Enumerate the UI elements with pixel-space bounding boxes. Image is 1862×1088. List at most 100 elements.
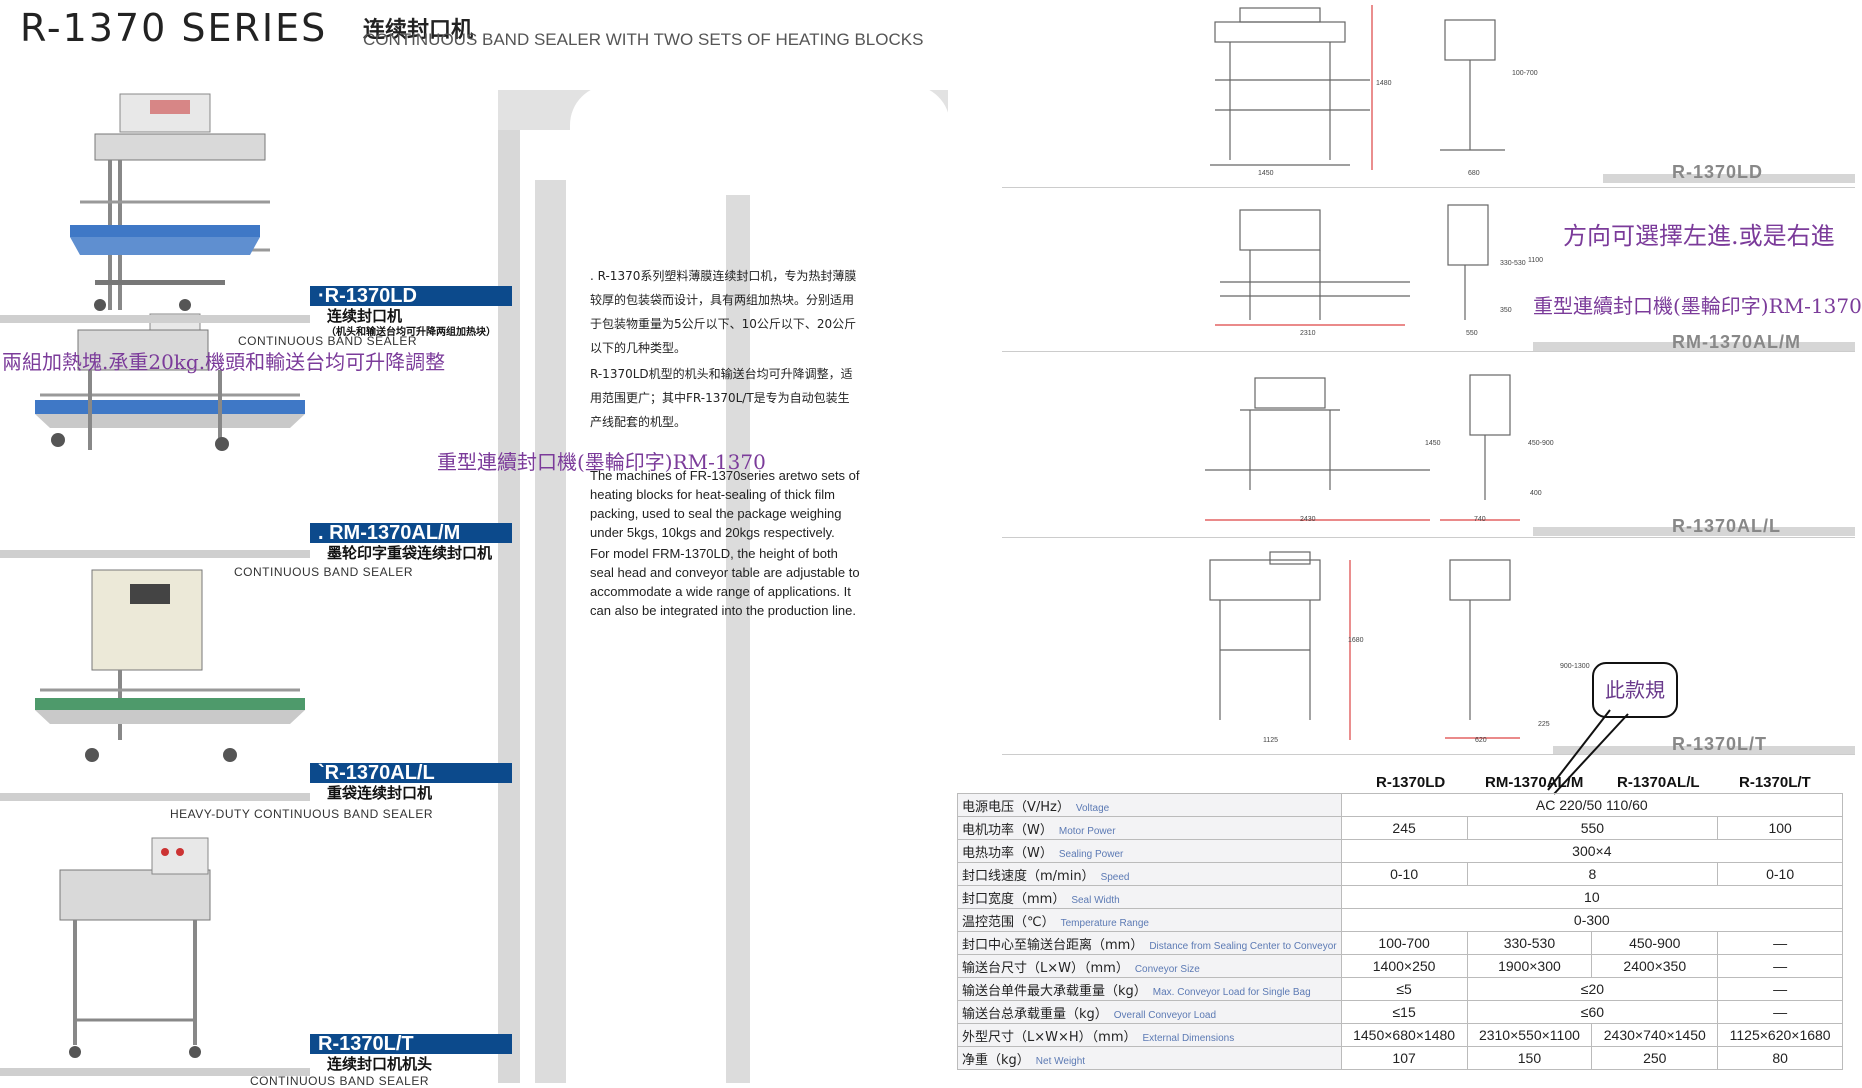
spec-row-label: 温控范围（℃） Temperature Range	[957, 908, 1342, 932]
model-badge-1: ·R-1370LD	[310, 286, 512, 306]
spec-row-label: 输送台单件最大承载重量（kg）Max. Conveyor Load for Si…	[957, 977, 1342, 1001]
spec-row: 电热功率（W） Sealing Power 300×4	[957, 839, 1844, 863]
model-badge-4: R-1370L/T	[310, 1034, 512, 1054]
spec-cell: 0-10	[1340, 862, 1468, 886]
spec-label-cn: 封口宽度（mm）	[962, 891, 1066, 907]
dim-3-length: 2430	[1300, 516, 1316, 523]
drawing-label-4: R-1370L/T	[1672, 734, 1768, 754]
spec-label-cn: 封口中心至输送台距离（mm）	[962, 937, 1144, 953]
model-cn-4: 连续封口机机头	[327, 1055, 433, 1073]
spec-cell: —	[1717, 977, 1843, 1001]
spec-cell: 1450×680×1480	[1340, 1023, 1468, 1047]
spec-label-en: Temperature Range	[1060, 917, 1149, 929]
spec-label-cn: 电源电压（V/Hz）	[962, 799, 1070, 815]
description-cn-para-2: R-1370LD机型的机头和输送台均可升降调整，适用范围更广；其中FR-1370…	[590, 367, 853, 429]
dim-2-base: 350	[1500, 307, 1512, 314]
spec-label-cn: 输送台总承载重量（kg）	[962, 1006, 1108, 1022]
spec-cell: 300×4	[1340, 839, 1844, 863]
note-right-mid: 重型連續封口機(墨輪印字)RM-1370	[1533, 294, 1862, 318]
dim-2-width: 550	[1466, 330, 1478, 337]
gutter-white-blot	[570, 85, 950, 195]
spec-cell: 2430×740×1450	[1591, 1023, 1719, 1047]
spec-cell: 330-530	[1466, 931, 1593, 955]
model-en-1: CONTINUOUS BAND SEALER	[238, 334, 418, 348]
spec-row-label: 电热功率（W） Sealing Power	[957, 839, 1342, 863]
drawing-band-1	[1603, 174, 1855, 183]
spec-label-cn: 电热功率（W）	[962, 845, 1053, 861]
drawing-rule-1	[1002, 187, 1855, 188]
spec-label-cn: 温控范围（℃）	[962, 914, 1055, 930]
spec-cell: 550	[1466, 816, 1719, 840]
spec-row: 温控范围（℃） Temperature Range 0-300	[957, 908, 1844, 932]
spec-cell: 0-300	[1340, 908, 1844, 932]
spec-label-en: Net Weight	[1035, 1055, 1086, 1067]
note-center: 重型連續封口機(墨輪印字)RM-1370	[437, 450, 766, 474]
spec-cell: 100-700	[1340, 931, 1468, 955]
spec-row-label: 电源电压（V/Hz）Voltage	[957, 793, 1342, 817]
spec-cell: —	[1717, 954, 1843, 978]
spec-label-cn: 净重（kg）	[962, 1052, 1030, 1068]
description-cn: . R-1370系列塑料薄膜连续封口机，专为热封薄膜较厚的包装袋而设计，具有两组…	[590, 264, 860, 436]
spec-row: 输送台单件最大承载重量（kg）Max. Conveyor Load for Si…	[957, 977, 1843, 1001]
spec-cell: ≤5	[1340, 977, 1468, 1001]
model-cn-3: 重袋连续封口机	[327, 784, 433, 802]
spec-cell: 245	[1340, 816, 1468, 840]
model-cn-sub-1: （机头和输送台均可升降两组加热块）	[326, 327, 496, 338]
spec-label-en: External Dimensions	[1142, 1032, 1235, 1044]
spec-label-cn: 封口线速度（m/min）	[962, 868, 1095, 884]
spec-col-4: R-1370L/T	[1739, 774, 1811, 791]
spec-row: 输送台总承载重量（kg）Overall Conveyor Load≤15≤60—	[957, 1000, 1843, 1024]
drawing-label-2: RM-1370AL/M	[1672, 332, 1802, 352]
model-badge-2: . RM-1370AL/M	[310, 523, 512, 543]
dim-2-height: 1100	[1528, 257, 1543, 264]
dim-1-width: 680	[1468, 170, 1480, 177]
spec-label-cn: 电机功率（W）	[962, 822, 1053, 838]
spec-cell: 1400×250	[1340, 954, 1468, 978]
spec-label-en: Speed	[1100, 871, 1130, 883]
dim-1-length: 1450	[1258, 170, 1274, 177]
drawing-rule-2	[1002, 351, 1855, 352]
spec-row-label: 输送台尺寸（L×W）（mm）Conveyor Size	[957, 954, 1342, 978]
note-left: 兩組加熱塊.承重20kg.機頭和輸送台均可升降調整	[2, 350, 446, 374]
callout-pointer	[1547, 709, 1629, 795]
drawing-band-3	[1533, 527, 1855, 536]
drawing-rm1370alm	[1215, 204, 1489, 326]
machine-r1370all-image	[35, 569, 305, 762]
description-en-para-1: The machines of FR-1370series aretwo set…	[590, 468, 860, 540]
dim-4-width: 620	[1475, 737, 1487, 744]
description-en-para-2: For model FRM-1370LD, the height of both…	[590, 546, 860, 618]
spec-cell: 2310×550×1100	[1466, 1023, 1593, 1047]
drawing-r1370ld	[1210, 5, 1505, 170]
drawing-r1370lt	[1209, 551, 1520, 740]
section-divider-3	[0, 793, 310, 801]
spec-row-label: 净重（kg） Net Weight	[957, 1046, 1342, 1070]
dim-4-base: 225	[1538, 721, 1550, 728]
spec-cell: AC 220/50 110/60	[1340, 793, 1844, 817]
spec-col-1: R-1370LD	[1376, 774, 1446, 791]
spec-cell: 107	[1340, 1046, 1468, 1070]
spec-label-en: Distance from Sealing Center to Conveyor	[1149, 940, 1337, 952]
cn-title: 连续封口机	[363, 18, 474, 43]
gutter-stripe-1	[498, 90, 520, 1083]
note-right-top: 方向可選擇左進.或是右進	[1563, 222, 1835, 250]
spec-cell: 8	[1466, 862, 1719, 886]
spec-label-en: Overall Conveyor Load	[1113, 1009, 1217, 1021]
dim-3-width: 740	[1474, 516, 1486, 523]
spec-label-en: Sealing Power	[1058, 848, 1124, 860]
spec-row-label: 封口线速度（m/min） Speed	[957, 862, 1342, 886]
section-divider-1	[0, 315, 310, 323]
spec-cell: 2400×350	[1591, 954, 1719, 978]
spec-cell: 150	[1466, 1046, 1593, 1070]
dim-3-height: 1450	[1425, 440, 1441, 447]
technical-drawings: 1480 1450 680 100-700 2310 330-530 1100 …	[1205, 5, 1590, 744]
model-en-3: HEAVY-DUTY CONTINUOUS BAND SEALER	[170, 807, 433, 821]
model-badge-3: `R-1370AL/L	[310, 763, 512, 783]
dim-2-length: 2310	[1300, 330, 1316, 337]
drawing-label-1: R-1370LD	[1672, 162, 1764, 182]
machine-rm1370alm-image	[35, 313, 305, 451]
spec-cell: ≤60	[1466, 1000, 1719, 1024]
spec-row-label: 外型尺寸（L×W×H）（mm）External Dimensions	[957, 1023, 1342, 1047]
